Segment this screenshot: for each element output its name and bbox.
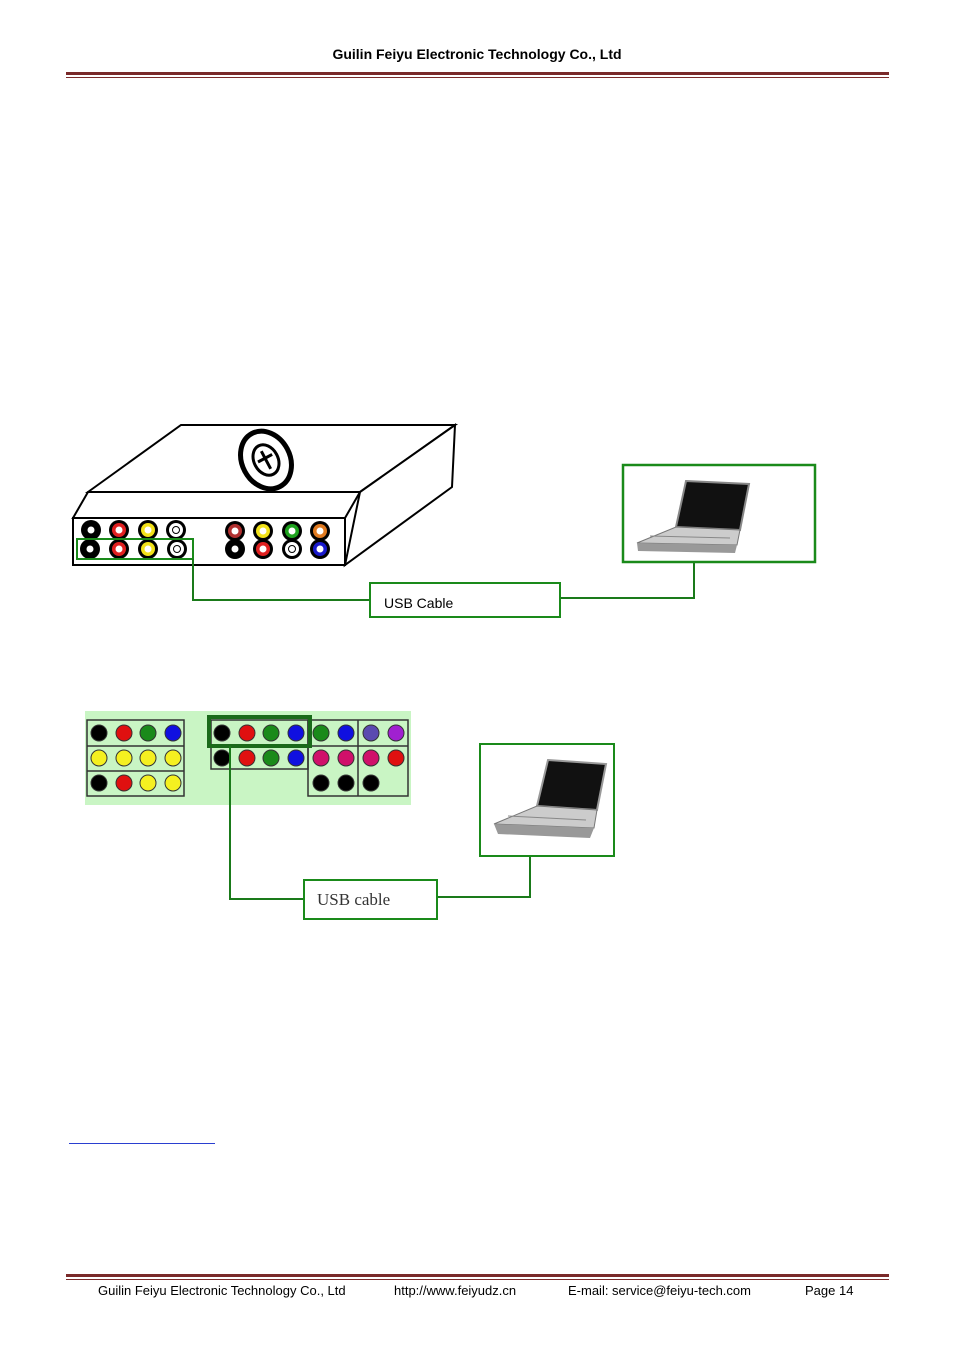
usb-cable-label-2: USB cable: [317, 890, 390, 909]
laptop-icon: [636, 479, 751, 553]
header-title: Guilin Feiyu Electronic Technology Co., …: [332, 46, 622, 62]
selected-port-highlight-2: [207, 715, 312, 748]
usb-cable-label-box-2: [303, 879, 438, 920]
footer-company: Guilin Feiyu Electronic Technology Co., …: [98, 1283, 346, 1298]
selected-port-highlight: [76, 538, 194, 560]
laptop-icon-2: [493, 758, 608, 838]
footer-email[interactable]: E-mail: service@feiyu-tech.com: [568, 1283, 751, 1298]
hyperlink-underline[interactable]: [69, 1143, 215, 1144]
usb-cable-label-box-1: [369, 582, 561, 618]
panel-ports: [90, 724, 405, 792]
usb-cable-line-2: [229, 746, 531, 900]
rca-jack-row-bottom: [80, 539, 330, 559]
footer-website-link[interactable]: http://www.feiyudz.cn: [394, 1283, 517, 1298]
usb-cable-label-1: USB Cable: [384, 595, 453, 611]
footer-rule: [66, 1274, 889, 1277]
usb-cable-line-1: [192, 559, 695, 601]
header-rule-thin: [66, 77, 889, 78]
header-rule: [66, 72, 889, 75]
brand-logo-icon: [238, 428, 294, 492]
page-number: Page 14: [805, 1283, 854, 1298]
footer-rule-thin: [66, 1279, 889, 1280]
rca-jack-row-top: [81, 520, 330, 541]
